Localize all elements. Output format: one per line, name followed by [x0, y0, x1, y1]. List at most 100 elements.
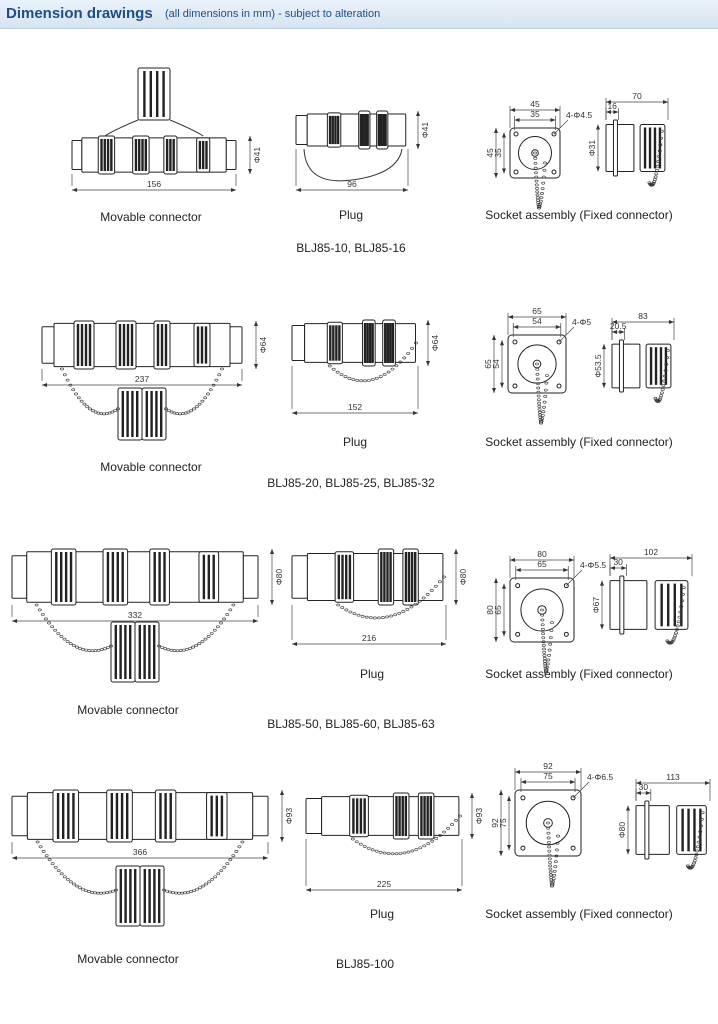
- chain-link: [542, 654, 547, 657]
- chain-link: [75, 645, 79, 649]
- chain-link: [442, 575, 446, 579]
- dust-cap-rib: [149, 71, 152, 117]
- chain-link: [35, 840, 40, 844]
- chain-link: [547, 857, 552, 861]
- plug-coupling-ring-rib: [371, 323, 374, 363]
- plug-label: Plug: [342, 435, 368, 449]
- plug-coupling-ring-rib: [410, 552, 414, 602]
- height-inner-dimension-text: 65: [493, 605, 503, 615]
- chain-link: [546, 841, 551, 844]
- side-flange-dimension-arrow: [636, 791, 641, 795]
- connector-body: [26, 551, 244, 603]
- chain-link: [546, 821, 550, 825]
- height-outer-dimension-arrow: [494, 578, 498, 583]
- chain-link: [393, 613, 398, 617]
- plug-coupling-ring-rib: [377, 114, 381, 146]
- width-outer-dimension-arrow: [515, 770, 520, 774]
- chain-link: [552, 873, 557, 877]
- width-inner-dimension-arrow: [563, 568, 569, 572]
- plug-coupling-ring-rib: [359, 114, 363, 146]
- ribbed-nut-left-rib: [55, 552, 58, 602]
- height-outer-dimension-arrow: [494, 637, 498, 642]
- chain-link: [213, 875, 218, 879]
- chain-link: [222, 865, 227, 869]
- chain-link: [80, 887, 85, 891]
- chain-link: [542, 657, 547, 660]
- chain-link: [647, 181, 652, 185]
- mounting-hole: [563, 631, 569, 637]
- chain-link: [228, 858, 233, 862]
- socket-side-flange: [618, 339, 624, 393]
- length-dimension-arrow: [413, 411, 418, 415]
- chain-link: [535, 196, 540, 200]
- chain-link: [659, 129, 664, 133]
- plug-nut-rib: [363, 798, 366, 834]
- chain-link: [555, 841, 560, 845]
- side-diameter-dimension-text: Φ67: [591, 597, 601, 614]
- chain-link: [68, 880, 73, 884]
- dust-cap-rib: [160, 391, 163, 437]
- gland-left: [11, 555, 28, 599]
- chain-link: [209, 632, 214, 635]
- side-length-dimension-arrow: [606, 100, 611, 104]
- socket-side-cap-rib: [649, 347, 653, 385]
- gland-left: [71, 140, 83, 170]
- width-inner-dimension-arrow: [515, 568, 521, 572]
- chain-link: [348, 610, 353, 614]
- chain-link: [660, 391, 664, 395]
- diameter-dimension-arrow: [426, 361, 430, 366]
- chain-link: [78, 646, 82, 650]
- socket-label: Socket assembly (Fixed connector): [485, 435, 673, 449]
- side-length-dimension-arrow: [636, 781, 641, 785]
- diameter-dimension-arrow: [426, 320, 430, 325]
- socket-side-cap-rib: [667, 583, 670, 627]
- side-flange-dimension-arrow: [619, 330, 625, 334]
- chain-link: [327, 364, 332, 368]
- chain-link: [548, 636, 553, 640]
- ribbed-nut-right-rib: [164, 324, 168, 366]
- chain-link: [71, 644, 76, 647]
- chain-link: [533, 161, 538, 165]
- chain-link: [212, 628, 217, 632]
- chain-link: [535, 362, 539, 366]
- chain-link: [102, 647, 107, 651]
- ribbed-nut-center-rib: [126, 793, 129, 839]
- chain-link: [550, 621, 554, 625]
- ribbed-nut-right-rib: [169, 793, 172, 839]
- chain-link: [414, 341, 418, 345]
- chain-link: [181, 648, 186, 652]
- width-outer-dimension-text: 92: [543, 761, 553, 771]
- mounting-hole: [512, 383, 518, 389]
- chain-link: [82, 402, 87, 406]
- chain-link: [217, 373, 222, 377]
- chain-link: [548, 873, 553, 877]
- chain-link: [374, 376, 379, 380]
- chain-link: [555, 848, 559, 852]
- width-inner-dimension-text: 65: [537, 559, 547, 569]
- chain-link: [34, 603, 39, 607]
- dust-cap-rib: [126, 391, 129, 437]
- chain-link: [165, 889, 169, 893]
- chain-link: [699, 817, 704, 821]
- dust-cap-rib: [124, 869, 127, 923]
- chain-link: [47, 858, 52, 862]
- chain-link: [426, 842, 431, 846]
- height-outer-dimension-text: 92: [490, 818, 500, 828]
- plug-body: [321, 796, 460, 836]
- chain-link: [370, 378, 375, 381]
- diameter-dimension-arrow: [248, 169, 252, 174]
- chain-link: [547, 845, 552, 849]
- socket-side-cap-rib: [673, 583, 676, 627]
- chain-link: [665, 348, 670, 352]
- chain-link: [540, 627, 545, 631]
- ribbed-nut-center-rib: [118, 324, 122, 366]
- chain-link: [356, 613, 361, 617]
- socket-cap-pin: [543, 818, 553, 828]
- chain-link: [458, 814, 462, 818]
- chain-link: [406, 850, 411, 854]
- width-outer-dimension-text: 45: [530, 99, 540, 109]
- gland-right: [252, 795, 269, 837]
- chain-link: [671, 638, 676, 642]
- plug-coupling-ring-rib: [391, 323, 394, 363]
- length-dimension-text: 216: [362, 633, 376, 643]
